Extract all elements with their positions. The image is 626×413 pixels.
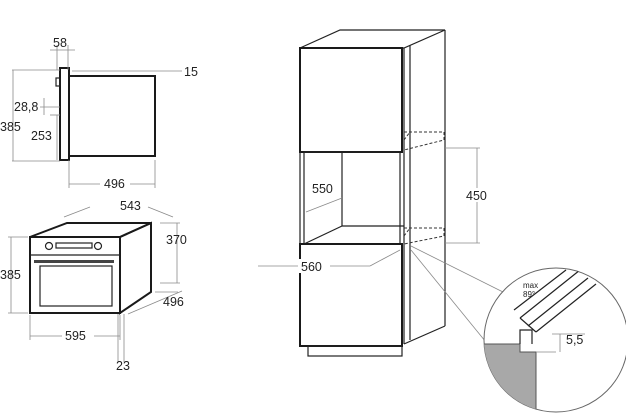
side-view: 58 15 385 28,8 253 496	[0, 36, 198, 191]
oven-side-face	[119, 221, 152, 315]
oven-handle	[34, 260, 114, 263]
oven-door-window	[39, 265, 113, 307]
dim-front-370: 370	[166, 233, 187, 247]
front-view: 543 370 385 496 595 23	[0, 199, 187, 373]
cabinet-view: 550 450 560	[258, 29, 526, 391]
oven-niche	[303, 151, 401, 245]
cabinet-upper-door	[299, 47, 403, 153]
oven-top-face	[29, 222, 152, 238]
dim-side-28-8: 28,8	[14, 100, 38, 114]
dim-side-385: 385	[0, 120, 21, 134]
dim-cabinet-450: 450	[466, 189, 487, 203]
dim-front-496: 496	[163, 295, 184, 309]
dim-side-58: 58	[53, 36, 67, 50]
detail-view: max 89° 5,5	[483, 267, 626, 413]
dim-side-15: 15	[184, 65, 198, 79]
dim-front-595: 595	[65, 329, 86, 343]
dim-cabinet-560: 560	[301, 260, 322, 274]
dim-front-543: 543	[120, 199, 141, 213]
dim-side-496: 496	[104, 177, 125, 191]
cabinet-plinth	[307, 345, 403, 357]
side-view-front-panel	[59, 67, 70, 161]
side-view-body	[68, 75, 156, 157]
dim-front-23: 23	[116, 359, 130, 373]
oven-knob-left	[44, 241, 54, 251]
dim-detail-angle: 89°	[523, 290, 535, 299]
oven-knob-right	[93, 241, 103, 251]
dim-cabinet-550: 550	[312, 182, 333, 196]
detail-cabinet-section	[484, 343, 537, 412]
side-view-knob	[55, 77, 61, 87]
cabinet-top	[299, 29, 446, 49]
dim-detail-5-5: 5,5	[566, 333, 583, 347]
oven-front-face	[29, 236, 121, 314]
dim-side-253: 253	[31, 129, 52, 143]
dim-front-385: 385	[0, 268, 21, 282]
dim-detail-max: max	[523, 281, 538, 290]
oven-display	[55, 242, 93, 249]
